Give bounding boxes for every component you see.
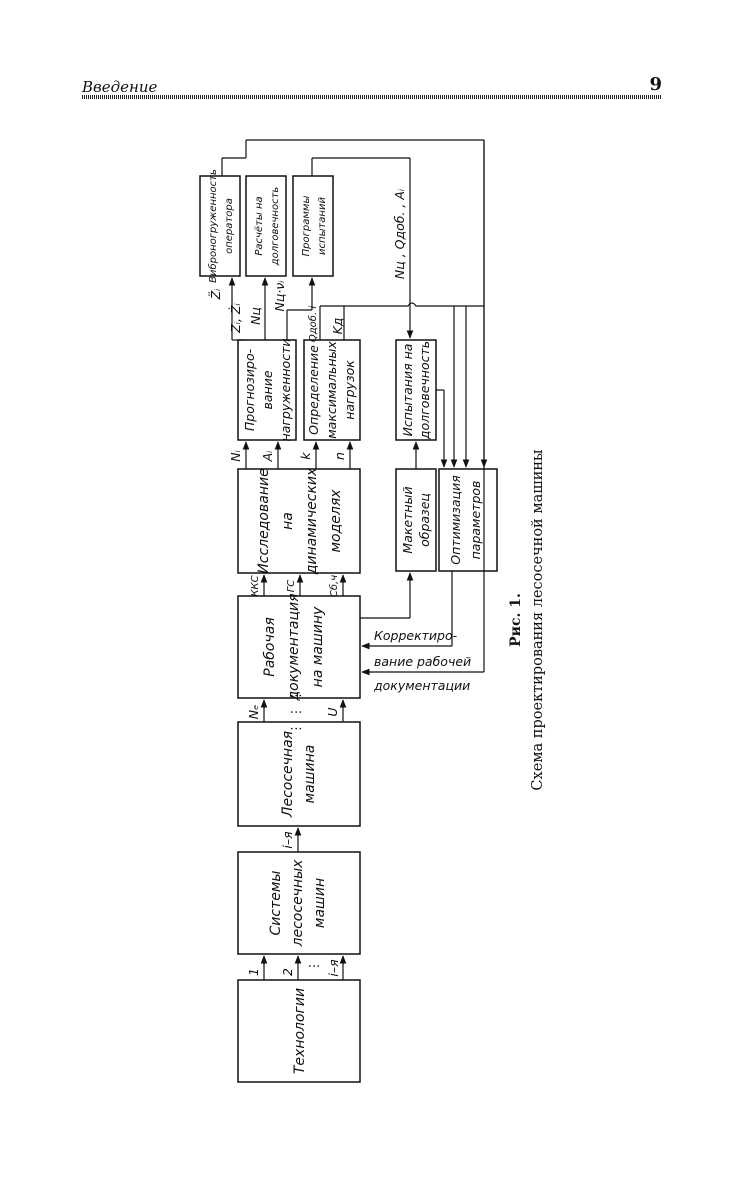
- svg-text:Nₑ: Nₑ: [246, 705, 261, 720]
- doc-feedback-arrows: Корректиро- вание рабочей документации: [360, 140, 485, 693]
- block-technologies-label: Технологии: [292, 988, 308, 1074]
- svg-text:Лесосечная: Лесосечная: [280, 731, 296, 818]
- chapter-title: Введение: [82, 78, 158, 96]
- svg-text:Определение: Определение: [306, 345, 321, 435]
- block-technologies: Технологии: [237, 979, 361, 1083]
- block-durability-calc: Расчёты на долговечность: [245, 175, 287, 277]
- block-research: Исследование на динамических моделях: [237, 467, 361, 575]
- svg-text:образец: образец: [417, 493, 432, 547]
- svg-text:2: 2: [280, 968, 295, 976]
- svg-text:Kд: Kд: [330, 318, 345, 335]
- svg-text:на машину: на машину: [310, 606, 326, 687]
- arrows-machine-to-doc: Nₑ ⋮ ⋮ ⋮ U: [246, 689, 347, 735]
- svg-text:k: k: [298, 452, 313, 460]
- svg-text:Исследование: Исследование: [256, 468, 272, 573]
- svg-text:Оптимизация: Оптимизация: [448, 475, 463, 565]
- arrows-forecast-to-top: Zᵢ, Żᵢ Z̈ᵢ Nц Nц·νᵢ: [208, 277, 316, 341]
- svg-text:Прогнозиро-: Прогнозиро-: [242, 348, 257, 431]
- svg-text:Nц·νᵢ: Nц·νᵢ: [272, 280, 287, 311]
- svg-text:нагрузок: нагрузок: [342, 360, 357, 420]
- svg-text:динамических: динамических: [304, 467, 320, 575]
- svg-text:Программы: Программы: [301, 196, 312, 257]
- max-loads-outputs: Qдоб. i Kд: [307, 302, 484, 342]
- svg-text:1: 1: [246, 968, 261, 976]
- block-machine: Лесосечная машина: [237, 721, 361, 827]
- block-optimization: Оптимизация параметров: [438, 468, 498, 572]
- block-durability-test: Испытания на долговечность: [395, 339, 437, 441]
- page-number: 9: [649, 74, 662, 95]
- svg-text:документации: документации: [373, 678, 470, 693]
- svg-text:U: U: [325, 707, 340, 716]
- svg-text:лесосечных: лесосечных: [290, 859, 306, 948]
- svg-text:документация: документация: [286, 593, 302, 701]
- svg-text:вание: вание: [260, 370, 275, 409]
- arrows-tech-to-systems: 1 2 ⋮ i–я: [246, 955, 347, 980]
- header-rule: [82, 95, 662, 99]
- svg-text:долговечность: долговечность: [270, 187, 281, 267]
- svg-text:⋮: ⋮: [306, 960, 321, 973]
- svg-text:Корректиро-: Корректиро-: [374, 628, 458, 643]
- svg-text:максимальных: максимальных: [324, 341, 339, 439]
- svg-text:моделях: моделях: [328, 489, 344, 553]
- svg-text:i–я: i–я: [326, 959, 341, 977]
- running-header: Введение 9: [82, 72, 662, 102]
- svg-text:Qдоб. i: Qдоб. i: [307, 306, 319, 342]
- block-systems: Системы лесосечных машин: [237, 851, 361, 955]
- svg-text:Zᵢ, Żᵢ: Zᵢ, Żᵢ: [228, 303, 243, 334]
- svg-text:⋮ ⋮ ⋮: ⋮ ⋮ ⋮: [288, 689, 303, 734]
- svg-text:вание рабочей: вание рабочей: [374, 654, 471, 669]
- block-prototype: Макетный образец: [395, 468, 437, 572]
- svg-text:Системы: Системы: [268, 871, 284, 936]
- svg-text:оператора: оператора: [224, 198, 235, 254]
- block-documentation: Рабочая документация на машину: [237, 593, 361, 702]
- svg-text:Z̈ᵢ: Z̈ᵢ: [208, 289, 223, 301]
- svg-text:Nц , Qдоб. , Aᵢ: Nц , Qдоб. , Aᵢ: [392, 189, 407, 279]
- svg-text:Схема проектирования лесосечно: Схема проектирования лесосечной машины: [530, 449, 546, 791]
- svg-text:Сб,ч: Сб,ч: [328, 575, 340, 597]
- svg-text:долговечность: долговечность: [417, 341, 432, 440]
- block-max-loads: Определение максимальных нагрузок: [303, 339, 361, 441]
- svg-text:ГС: ГС: [286, 580, 297, 593]
- svg-text:i–я: i–я: [280, 831, 295, 849]
- svg-text:Nц: Nц: [248, 307, 263, 325]
- svg-text:машин: машин: [312, 878, 328, 928]
- svg-text:n: n: [332, 452, 347, 460]
- svg-text:Рабочая: Рабочая: [262, 617, 278, 677]
- svg-text:Расчёты на: Расчёты на: [254, 196, 265, 255]
- svg-text:Nᵢ: Nᵢ: [228, 450, 243, 462]
- arrow-systems-to-machine: i–я: [280, 827, 302, 852]
- svg-text:испытаний: испытаний: [317, 197, 328, 255]
- svg-text:нагруженности: нагруженности: [278, 339, 293, 442]
- svg-text:Aᵢ: Aᵢ: [260, 451, 275, 463]
- svg-text:Рис. 1.: Рис. 1.: [508, 593, 524, 647]
- svg-text:Испытания на: Испытания на: [400, 344, 415, 437]
- block-vibration: Виброногруженность оператора: [199, 169, 241, 283]
- arrows-doc-to-research: ККС ГС Сб,ч: [250, 574, 347, 597]
- arrows-research-up: Nᵢ Aᵢ k n: [228, 441, 354, 469]
- figure-caption: Рис. 1. Схема проектирования лесосечной …: [508, 449, 546, 791]
- svg-text:ККС: ККС: [250, 575, 261, 596]
- block-forecast: Прогнозиро- вание нагруженности: [237, 339, 297, 442]
- svg-text:машина: машина: [302, 745, 318, 804]
- svg-text:Макетный: Макетный: [400, 486, 415, 553]
- svg-text:параметров: параметров: [468, 481, 483, 560]
- svg-text:Виброногруженность: Виброногруженность: [207, 169, 219, 283]
- block-test-programs: Программы испытаний: [292, 175, 334, 277]
- svg-text:на: на: [280, 512, 296, 530]
